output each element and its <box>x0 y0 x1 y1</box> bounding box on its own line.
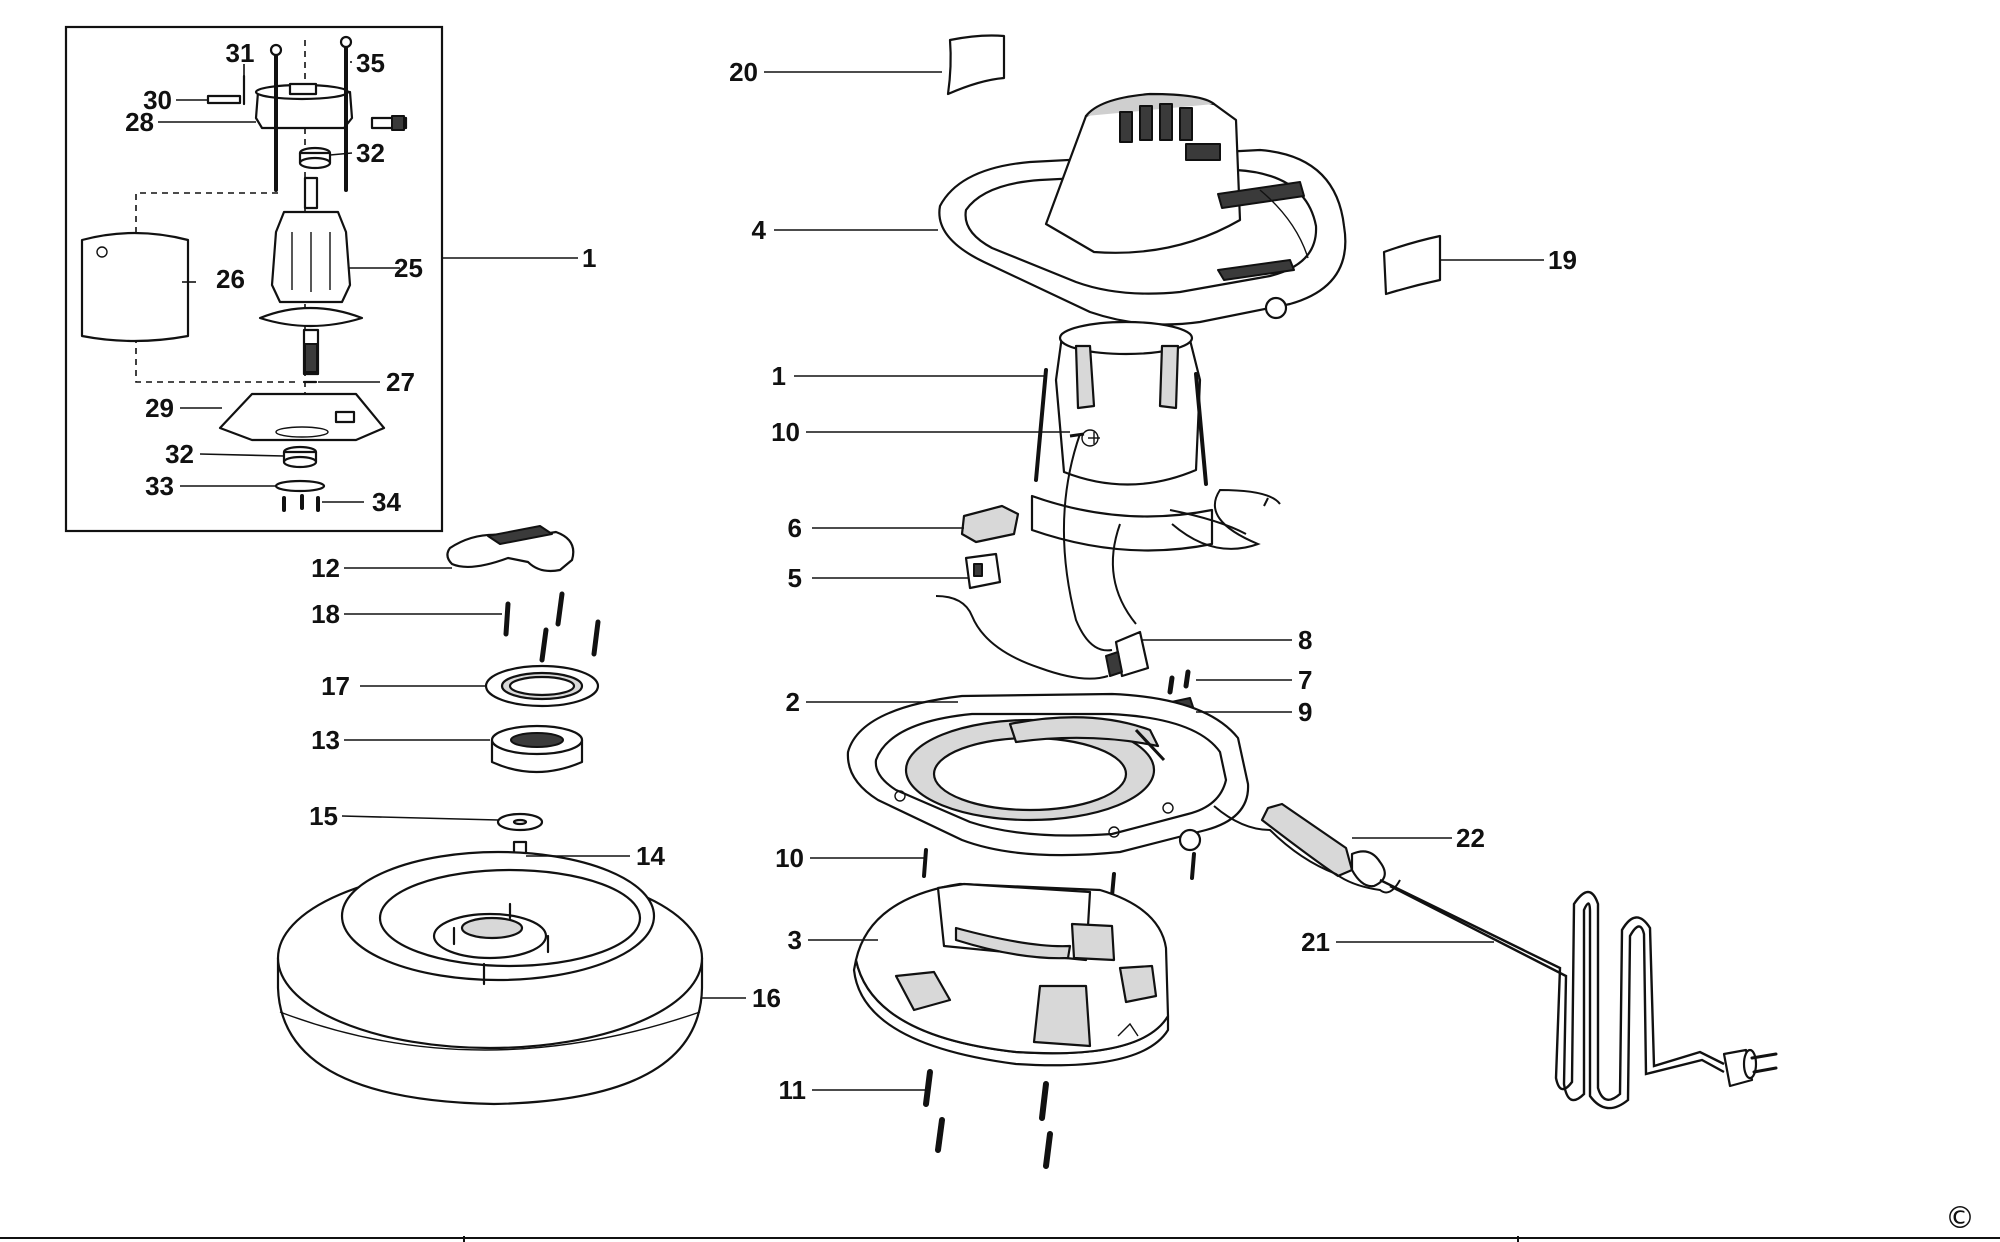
callout-1-field: 1 <box>772 361 786 391</box>
callout-labels: 1 1 10 2 3 4 5 6 7 8 9 10 11 12 13 14 15… <box>125 38 1577 1105</box>
callout-6: 6 <box>788 513 802 543</box>
part-19-label <box>1382 234 1442 296</box>
callout-11: 11 <box>779 1075 807 1105</box>
part-15-washer <box>496 812 544 832</box>
callout-32-lower: 32 <box>165 439 194 469</box>
part-12-lever <box>446 525 575 573</box>
callout-21: 21 <box>1301 927 1330 957</box>
part-7-screws <box>1167 669 1191 695</box>
callout-35: 35 <box>356 48 385 78</box>
part-33-washer <box>274 479 326 493</box>
part-28-top-bracket <box>254 82 354 130</box>
part-4-motor-housing <box>938 92 1347 326</box>
callout-5: 5 <box>788 563 802 593</box>
callout-13: 13 <box>311 725 340 755</box>
part-18-screws <box>503 591 601 663</box>
callout-22: 22 <box>1456 823 1485 853</box>
callout-20: 20 <box>729 57 758 87</box>
part-16-pad <box>276 850 704 1106</box>
callout-27: 27 <box>386 367 415 397</box>
part-32-upper-bearing <box>298 146 332 170</box>
callout-8: 8 <box>1298 625 1312 655</box>
callout-33: 33 <box>145 471 174 501</box>
part-10-screws-lower <box>922 848 1196 898</box>
part-34-screws <box>282 494 320 512</box>
part-29-end-plate <box>218 392 386 442</box>
callout-31: 31 <box>226 38 255 68</box>
leader-lines <box>158 61 1544 1091</box>
callout-10-upper: 10 <box>771 417 800 447</box>
callout-14: 14 <box>636 841 665 871</box>
part-20-label <box>946 34 1006 96</box>
callout-34: 34 <box>372 487 401 517</box>
callout-17: 17 <box>321 671 350 701</box>
callout-1-inset: 1 <box>582 243 596 273</box>
callout-3: 3 <box>788 925 802 955</box>
part-8-connector <box>1105 630 1150 678</box>
callout-26: 26 <box>216 264 245 294</box>
callout-12: 12 <box>311 553 340 583</box>
part-26-housing <box>80 231 190 343</box>
part-30-31-terminals <box>206 74 408 131</box>
callout-9: 9 <box>1298 697 1312 727</box>
callout-18: 18 <box>311 599 340 629</box>
wiring <box>935 433 1281 680</box>
part-21-power-cable <box>1379 878 1778 1110</box>
part-13-bearing <box>490 724 584 774</box>
motor-subassembly-inset <box>64 25 444 533</box>
bottom-border <box>0 1236 2000 1242</box>
part-6-part-5-switches <box>960 504 1020 590</box>
callout-16: 16 <box>752 983 781 1013</box>
callout-10-lower: 10 <box>775 843 804 873</box>
part-17-gasket-plate <box>484 664 600 708</box>
copyright-mark: © <box>1945 1201 1975 1236</box>
callout-25: 25 <box>394 253 423 283</box>
part-35-long-screws <box>269 35 353 192</box>
callout-28: 28 <box>125 107 154 137</box>
part-22-cable-sleeve <box>1213 802 1401 894</box>
callout-4: 4 <box>752 215 767 245</box>
callout-30: 30 <box>143 85 172 115</box>
callout-2: 2 <box>786 687 800 717</box>
part-3-lower-cover <box>852 882 1170 1067</box>
callout-7: 7 <box>1298 665 1312 695</box>
part-1-field <box>1030 320 1214 552</box>
part-11-screws <box>923 1069 1053 1169</box>
part-2-base <box>846 692 1250 857</box>
part-32-lower-bearing <box>282 445 318 469</box>
callout-15: 15 <box>309 801 338 831</box>
part-25-armature <box>258 176 364 376</box>
callout-32-upper: 32 <box>356 138 385 168</box>
callout-19: 19 <box>1548 245 1577 275</box>
callout-29: 29 <box>145 393 174 423</box>
